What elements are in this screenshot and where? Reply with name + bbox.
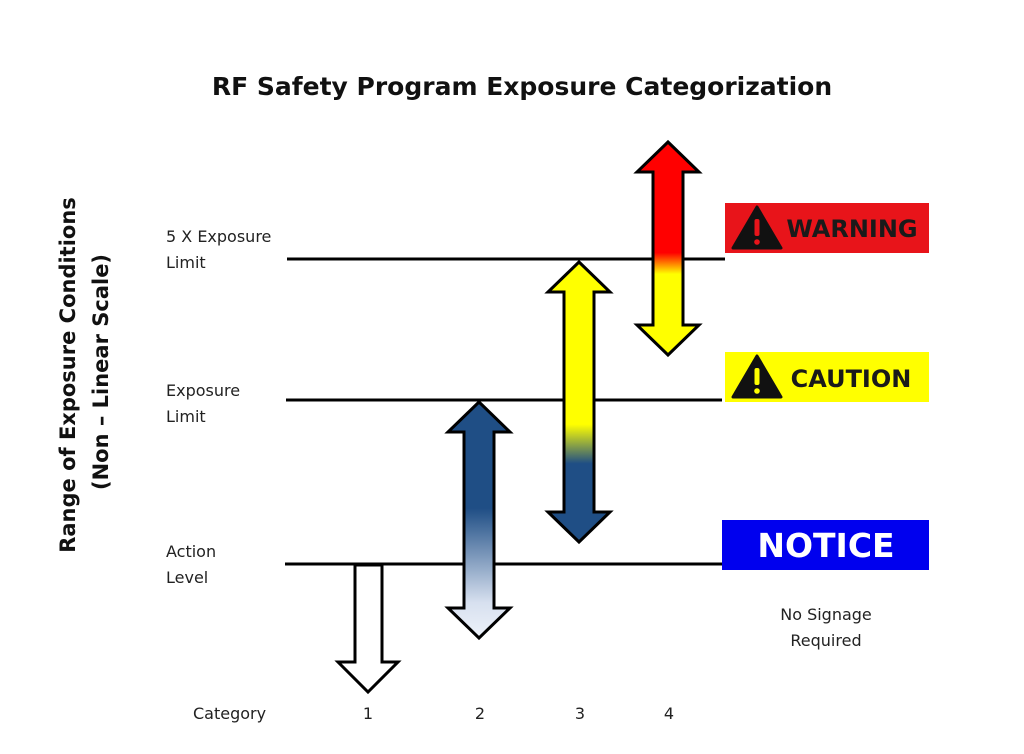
notice-sign: NOTICE — [722, 520, 929, 570]
level-exposure-label-line1: Exposure — [166, 381, 240, 400]
category-1-number: 1 — [363, 704, 373, 723]
caution-sign-label: CAUTION — [791, 365, 912, 393]
no-signage-line1: No Signage — [780, 605, 872, 624]
notice-sign-background — [722, 520, 929, 570]
notice-sign-label: NOTICE — [757, 526, 894, 565]
y-axis-label-line1: Range of Exposure Conditions — [56, 197, 80, 553]
warning-sign-label: WARNING — [786, 215, 917, 243]
category-1-arrow — [334, 563, 402, 695]
category-3-arrow — [544, 259, 614, 545]
caution-triangle-icon — [731, 354, 783, 399]
category-2-number: 2 — [475, 704, 485, 723]
caution-sign: CAUTION — [725, 352, 929, 402]
category-3-number: 3 — [575, 704, 585, 723]
category-label: Category — [193, 704, 266, 723]
warning-sign: WARNING — [725, 203, 929, 253]
level-5x-label-line1: 5 X Exposure — [166, 227, 271, 246]
category-2-arrow — [444, 399, 514, 641]
category-4-arrow — [633, 139, 703, 358]
level-exposure-label-line2: Limit — [166, 407, 206, 426]
level-5x-label-line2: Limit — [166, 253, 206, 272]
no-signage-line2: Required — [790, 631, 861, 650]
category-4-number: 4 — [664, 704, 674, 723]
level-action-label-line1: Action — [166, 542, 216, 561]
y-axis-label-line2: (Non – Linear Scale) — [89, 254, 113, 490]
diagram-title: RF Safety Program Exposure Categorizatio… — [212, 72, 832, 101]
level-action-label-line2: Level — [166, 568, 208, 587]
warning-triangle-icon — [731, 205, 783, 250]
